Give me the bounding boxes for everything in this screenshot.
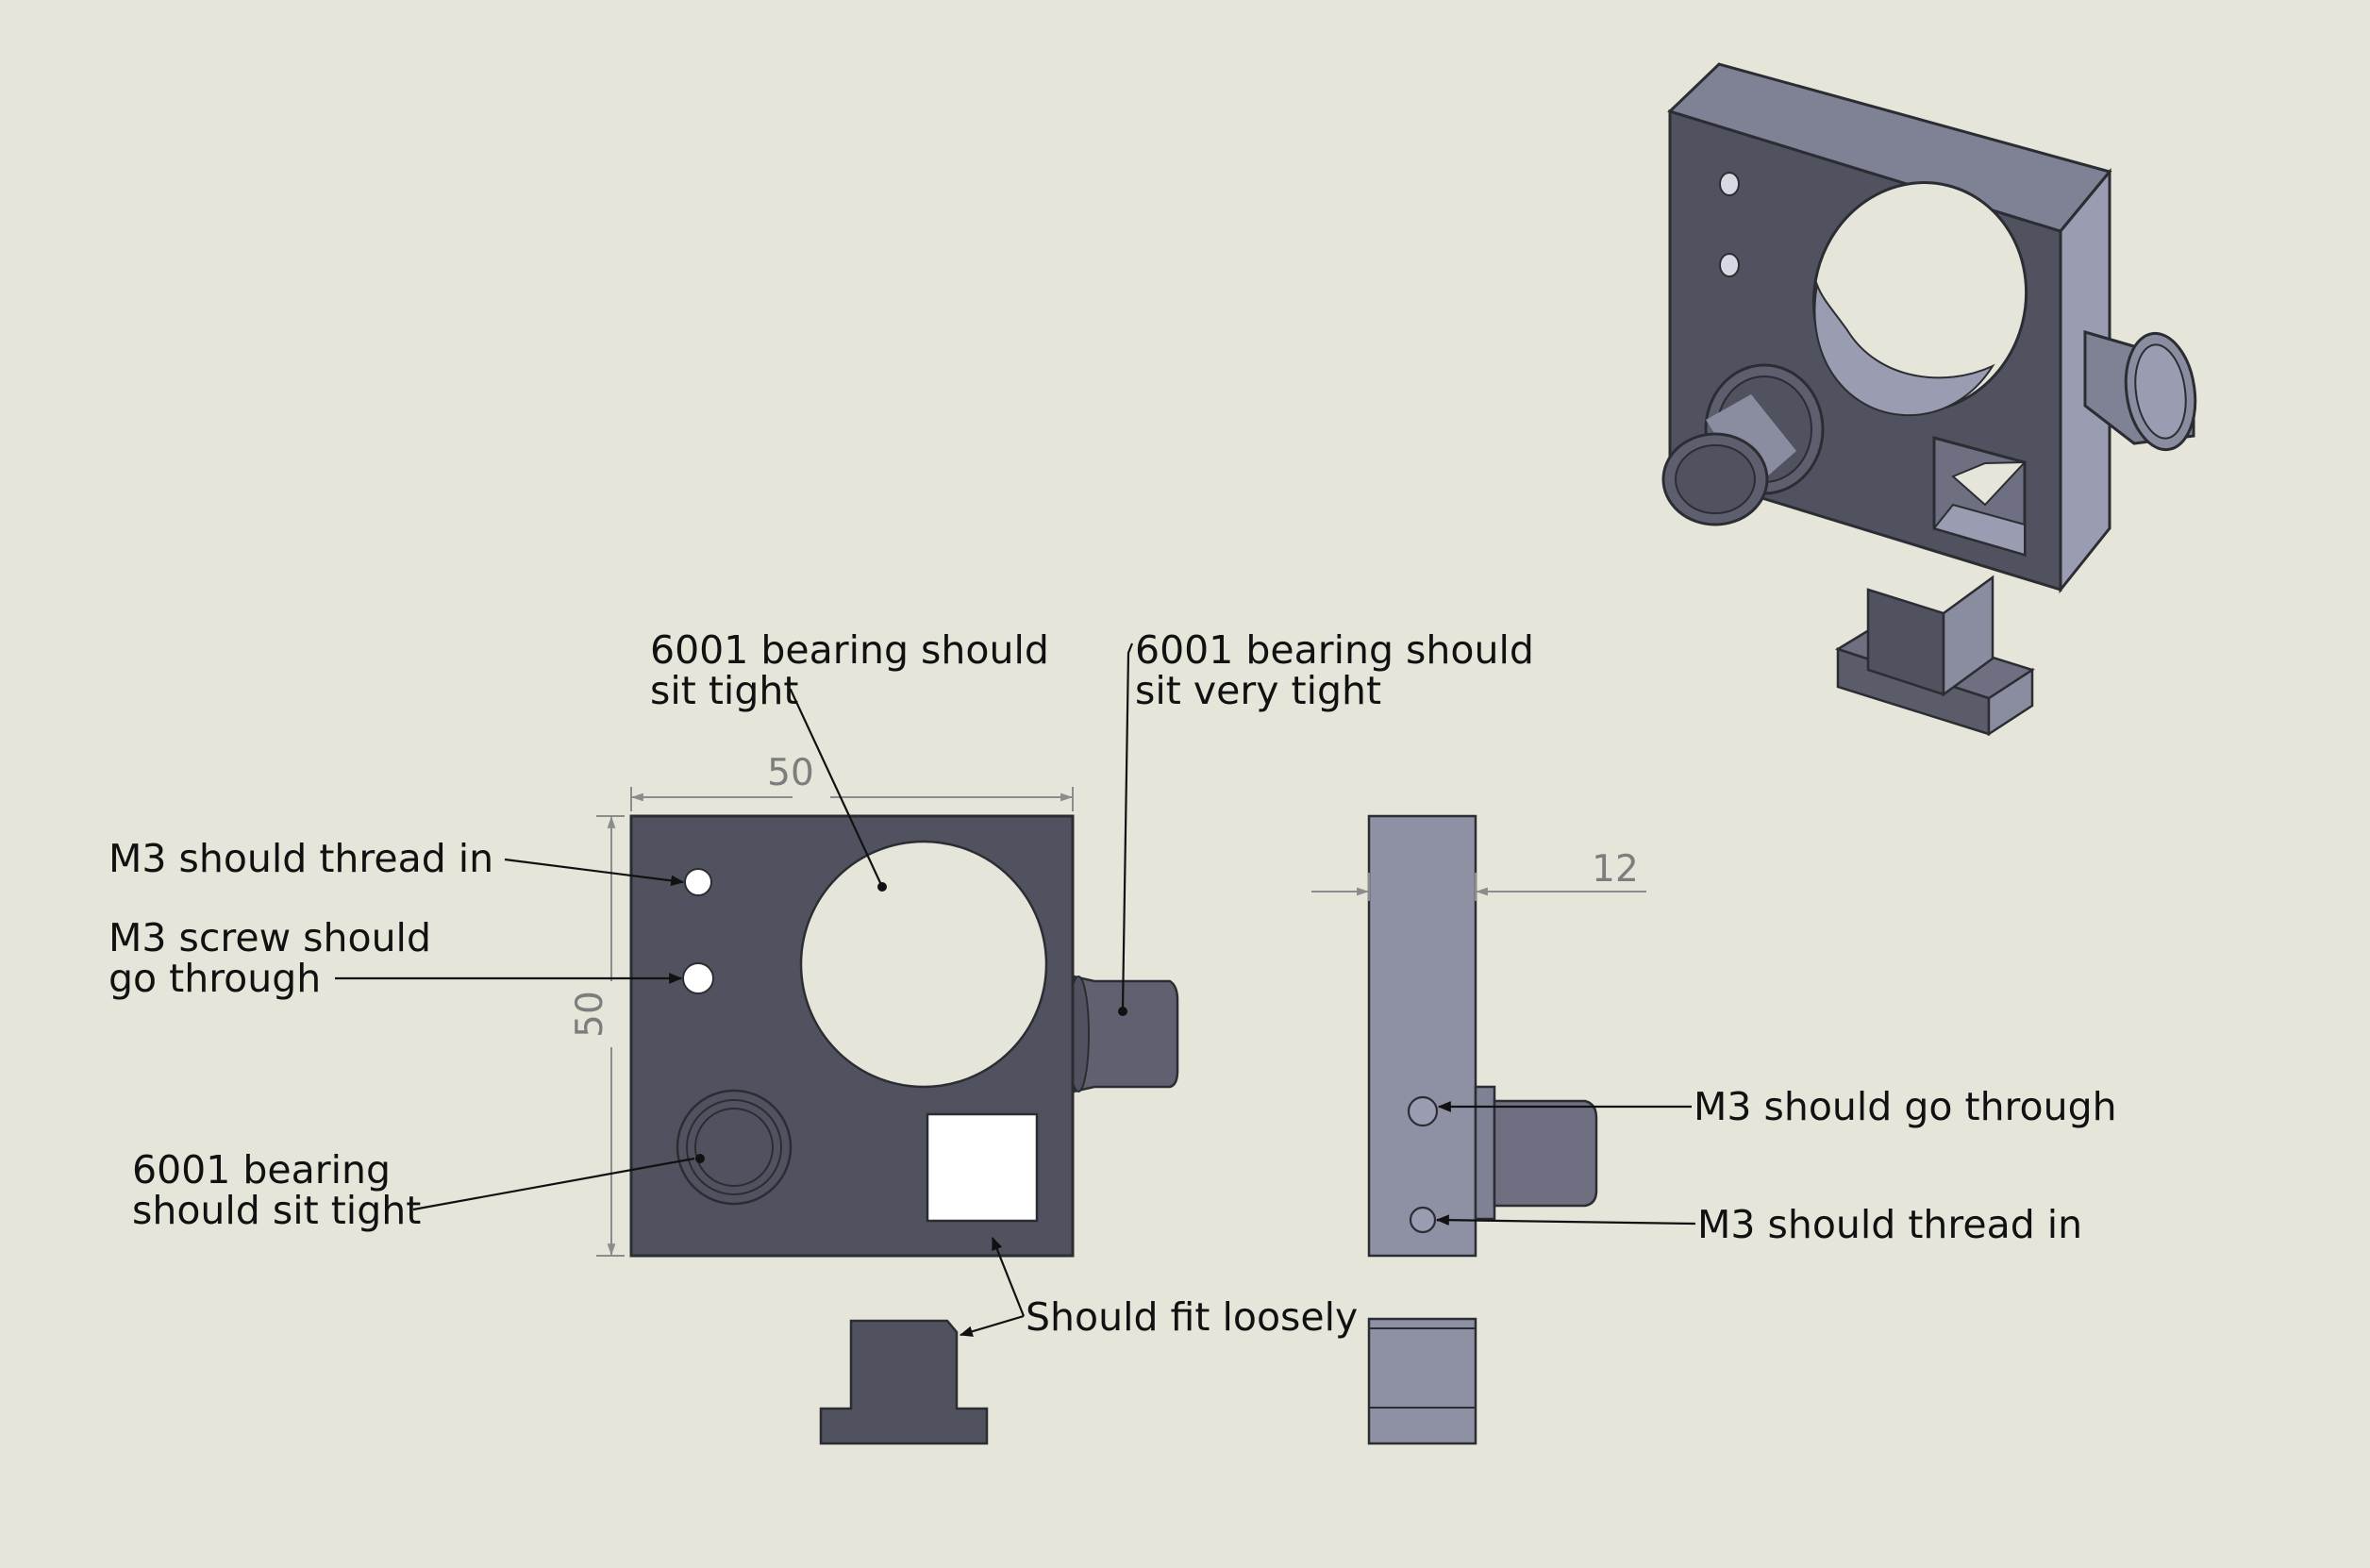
note-m3-thread-left: M3 should thread in — [108, 836, 685, 887]
note-fit-loosely: Should fit loosely — [959, 1236, 1358, 1340]
svg-text:sit tight: sit tight — [650, 668, 798, 713]
note-m3-through-left: M3 screw should go through — [108, 915, 683, 1001]
dim-width-label: 50 — [767, 752, 814, 794]
svg-text:6001 bearing should: 6001 bearing should — [1135, 627, 1534, 673]
svg-text:should sit tight: should sit tight — [132, 1188, 421, 1233]
svg-text:M3 should go through: M3 should go through — [1694, 1084, 2117, 1129]
svg-text:M3 should thread in: M3 should thread in — [1697, 1202, 2082, 1247]
hole-m3-thread — [684, 868, 712, 896]
isometric-view — [1661, 62, 2197, 737]
svg-text:M3 screw should: M3 screw should — [108, 915, 431, 960]
hole-m3-through — [682, 962, 714, 994]
front-view — [629, 814, 1179, 1445]
dimension-thickness: 12 — [1311, 848, 1646, 901]
svg-text:go through: go through — [108, 956, 321, 1001]
note-bearing-lower-left: 6001 bearing should sit tight — [132, 1147, 705, 1233]
note-bearing-right: 6001 bearing should sit very tight — [1118, 627, 1534, 1016]
side-view — [1367, 814, 1598, 1445]
dimension-width: 50 — [630, 752, 1074, 811]
note-bearing-center: 6001 bearing should sit tight — [650, 627, 1049, 892]
dim-thickness-label: 12 — [1592, 848, 1639, 891]
note-m3-thread-right: M3 should thread in — [1435, 1202, 2082, 1247]
svg-text:6001 bearing should: 6001 bearing should — [650, 627, 1049, 673]
svg-text:Should fit loosely: Should fit loosely — [1026, 1294, 1358, 1340]
svg-text:6001 bearing: 6001 bearing — [132, 1147, 391, 1193]
svg-text:sit very tight: sit very tight — [1135, 668, 1381, 713]
dimension-height: 50 — [569, 815, 625, 1257]
note-m3-through-right: M3 should go through — [1437, 1084, 2117, 1129]
dim-height-label: 50 — [569, 991, 611, 1038]
svg-text:M3 should thread in: M3 should thread in — [108, 836, 493, 881]
